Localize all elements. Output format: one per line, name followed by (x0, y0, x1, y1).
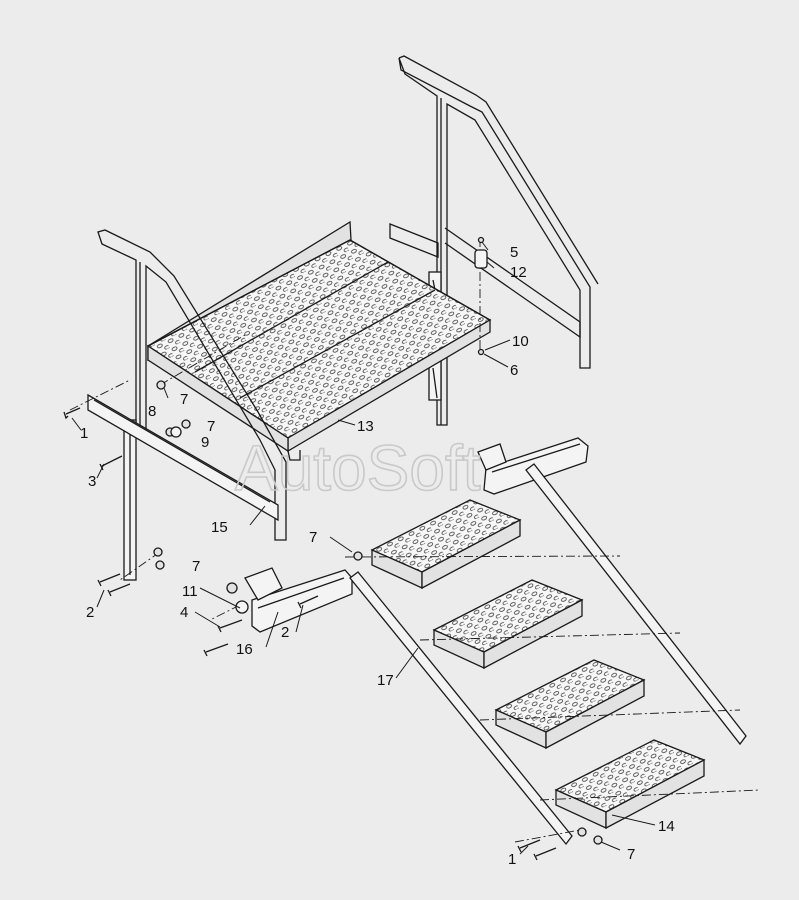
callout-3: 3 (88, 473, 96, 490)
stair-treads (370, 499, 706, 830)
callout-2: 2 (281, 624, 289, 641)
callout-7: 7 (180, 391, 188, 408)
callout-15: 15 (211, 519, 228, 536)
callout-7: 7 (309, 529, 317, 546)
callout-1: 1 (80, 425, 88, 442)
platform-deck (146, 220, 492, 461)
callout-1: 1 (508, 851, 516, 868)
callout-8: 8 (148, 403, 156, 420)
fasteners (63, 236, 603, 861)
callout-4: 4 (180, 604, 188, 621)
callout-7: 7 (192, 558, 200, 575)
watermark: AutoSoft (235, 432, 481, 504)
callout-17: 17 (377, 672, 394, 689)
leader-lines (71, 241, 656, 855)
callout-5: 5 (510, 244, 518, 261)
callout-13: 13 (357, 418, 374, 435)
callout-11: 11 (182, 583, 198, 600)
left-handrail (87, 229, 287, 581)
lower-stair-bracket (244, 567, 353, 633)
callout-7: 7 (207, 418, 215, 435)
stair-stringers (349, 463, 747, 846)
callout-16: 16 (236, 641, 253, 658)
callout-6: 6 (510, 362, 518, 379)
callout-9: 9 (201, 434, 209, 451)
callout-7: 7 (627, 846, 635, 863)
callout-14: 14 (658, 818, 675, 835)
callout-10: 10 (512, 333, 529, 350)
callout-2: 2 (86, 604, 94, 621)
callout-labels: 1 1 2 2 3 4 5 6 7 7 7 7 7 8 9 10 11 12 1… (80, 244, 675, 868)
callout-12: 12 (510, 264, 527, 281)
